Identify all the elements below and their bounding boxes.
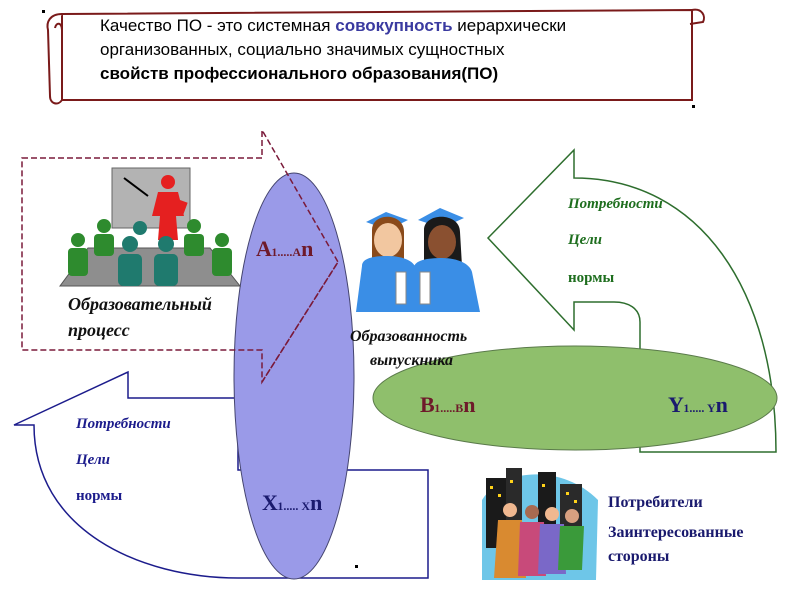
label-b-end: n — [463, 392, 475, 417]
graduate-ellipse — [372, 345, 778, 451]
scroll-right-curl — [689, 8, 705, 25]
quality-ellipse — [233, 172, 355, 580]
definition-text: иерархически — [452, 16, 567, 35]
education-process-line-1: Образовательный — [68, 294, 212, 314]
label-y-mid: 1..... Y — [683, 401, 716, 415]
consumers-line-3: стороны — [608, 548, 670, 565]
scroll-left-curl — [46, 13, 63, 105]
label-a-letter: A — [256, 236, 272, 261]
label-b: B1.....Bn — [420, 392, 475, 418]
consumers-line-1: Потребители — [608, 494, 703, 511]
definition-highlight: совокупность — [335, 16, 453, 35]
graduate-line-2: выпускника — [370, 352, 453, 369]
quality-definition: Качество ПО - это системная совокупность… — [100, 14, 690, 86]
definition-line-1: Качество ПО - это системная совокупность… — [100, 14, 690, 38]
label-a-mid: 1.....A — [271, 245, 302, 259]
consumers-line-2: Заинтересованные — [608, 524, 744, 541]
label-x-end: n — [310, 490, 322, 515]
definition-text: Качество ПО - это системная — [100, 16, 336, 35]
dashed-feedback-arrow — [21, 127, 339, 385]
label-y-letter: Y — [668, 392, 684, 417]
education-process-line-2: процесс — [68, 320, 130, 340]
left-needs-label: Потребности — [76, 416, 171, 432]
right-needs-label: Потребности — [568, 196, 663, 212]
label-b-letter: B — [420, 392, 435, 417]
left-curved-arrow — [13, 370, 429, 579]
label-x-letter: X — [262, 490, 278, 515]
label-x-mid: 1..... X — [277, 499, 311, 513]
label-y-end: n — [715, 392, 728, 417]
graduate-line-1: Образованность — [350, 328, 468, 345]
left-goals-label: Цели — [76, 452, 110, 468]
label-a: A1.....An — [256, 236, 313, 262]
right-goals-label: Цели — [568, 232, 602, 248]
label-a-end: n — [301, 236, 313, 261]
label-x: X1..... Xn — [262, 490, 322, 516]
definition-line-2: организованных, социально значимых сущно… — [100, 40, 505, 59]
people-city-icon — [482, 468, 598, 580]
label-y: Y1..... Yn — [668, 392, 728, 418]
right-norms-label: нормы — [568, 270, 615, 286]
classroom-presentation-icon — [59, 167, 242, 287]
definition-line-3: свойств профессионального образования(ПО… — [100, 64, 499, 83]
left-norms-label: нормы — [76, 488, 123, 504]
graduates-icon — [356, 208, 480, 312]
label-b-mid: 1.....B — [434, 401, 464, 415]
